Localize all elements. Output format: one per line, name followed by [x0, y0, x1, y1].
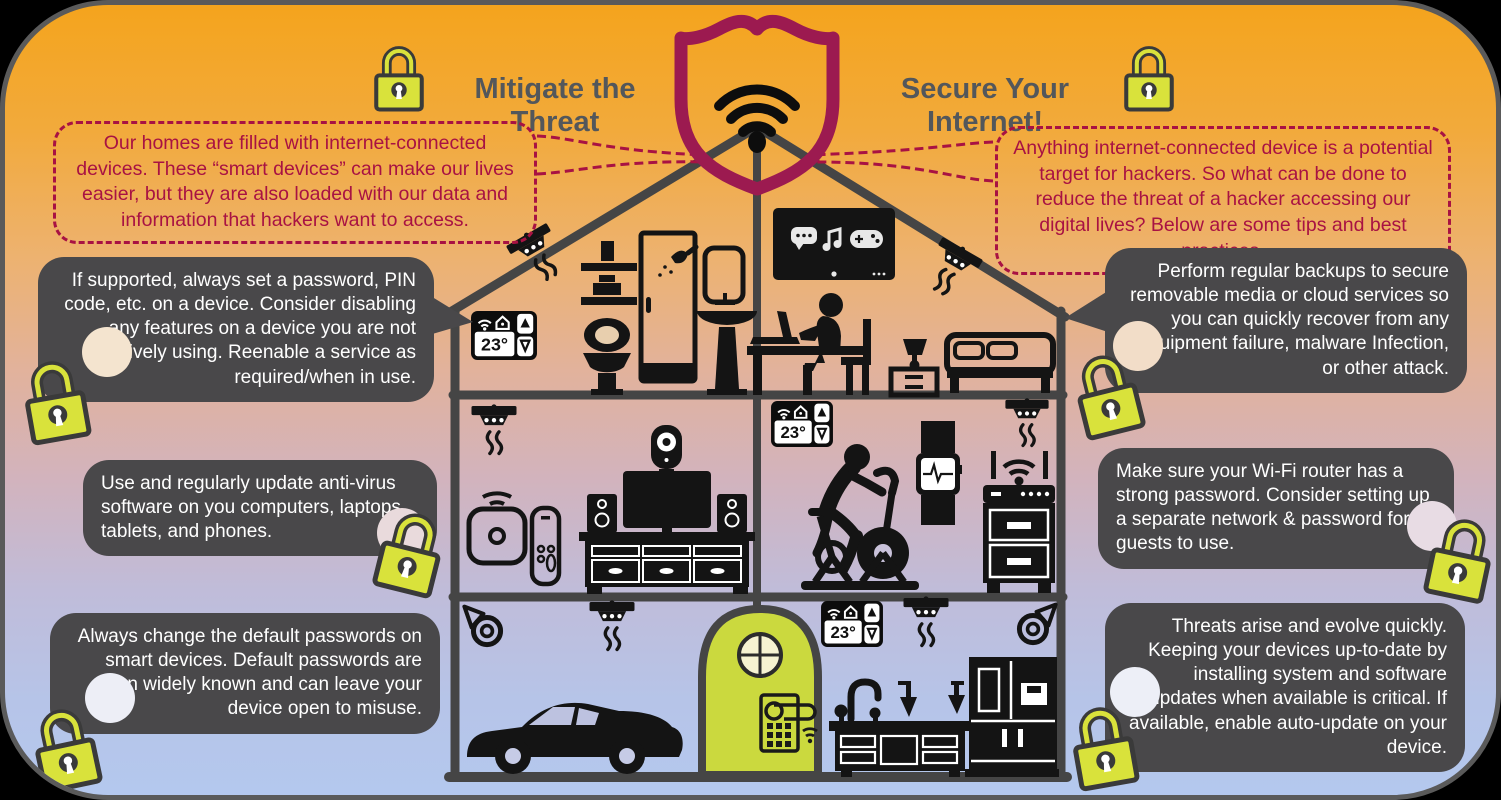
shield-wifi-logo	[674, 14, 840, 196]
connected-car-icon	[467, 702, 683, 774]
nightstand-lamp-icon	[888, 339, 940, 398]
room-bedroom-office	[747, 208, 1056, 398]
callout-connectors	[536, 134, 994, 183]
wifi-router-icon	[983, 451, 1055, 503]
smoke-detector-icon	[469, 402, 519, 456]
remote-control-icon	[529, 505, 562, 587]
wifi-dot	[748, 131, 766, 153]
tip-pointer-right	[1065, 289, 1111, 333]
tip-hole	[85, 673, 135, 723]
smoke-detector-icon	[901, 594, 951, 648]
security-camera-icon	[464, 607, 500, 645]
smoke-detector-icon	[587, 598, 637, 652]
person-at-laptop-icon	[747, 293, 871, 395]
room-garage	[464, 598, 683, 774]
padlock-icon	[373, 41, 425, 113]
title-right: Secure Your Internet!	[900, 73, 1070, 138]
title-left: Mitigate the Threat	[474, 73, 636, 138]
cabinet-icon	[983, 503, 1055, 593]
callout-intro-left: Our homes are filled with internet-conne…	[53, 121, 537, 244]
tv-console-icon	[579, 471, 755, 594]
smart-fridge-icon	[965, 657, 1059, 777]
smart-lock-icon	[759, 693, 818, 753]
tip-updates: Threats arise and evolve quickly. Keepin…	[1105, 603, 1465, 772]
padlock-icon	[1123, 41, 1175, 113]
smart-thermostat-icon	[471, 311, 537, 360]
wifi-icon	[714, 84, 800, 137]
bed-icon	[944, 332, 1056, 393]
tip-pointer-left	[429, 295, 473, 335]
tip-hole	[1110, 667, 1160, 717]
smoke-detector-icon	[1003, 396, 1051, 448]
smart-thermostat-icon	[771, 401, 833, 447]
bathroom-shelves-icon	[581, 241, 637, 305]
tip-backups: Perform regular backups to secure remova…	[1105, 248, 1467, 393]
smart-thermostat-icon	[821, 601, 883, 647]
smart-tv-icon	[773, 208, 895, 280]
room-exercise	[771, 396, 1055, 593]
smart-speaker-icon	[466, 491, 528, 566]
room-bathroom	[471, 219, 757, 395]
tip-hole	[1113, 321, 1163, 371]
smoke-detector-icon	[916, 233, 986, 305]
tip-wifi-router: Make sure your Wi-Fi router has a strong…	[1098, 448, 1454, 569]
room-kitchen	[821, 594, 1059, 777]
door-window	[737, 632, 783, 678]
room-living	[466, 402, 755, 594]
exercise-bike-person-icon	[801, 444, 919, 590]
utensils-icon	[898, 681, 965, 717]
toilet-icon	[583, 318, 631, 395]
security-camera-icon	[1019, 605, 1055, 643]
tip-hole	[82, 327, 132, 377]
entry-door	[698, 604, 822, 779]
sink-cabinet-icon	[829, 678, 971, 777]
sink-icon	[697, 293, 757, 395]
callout-intro-right: Anything internet-connected device is a …	[995, 126, 1451, 275]
house-scene: 23°	[429, 14, 1111, 782]
shield-outline	[674, 14, 840, 196]
shower-icon	[638, 230, 699, 384]
smart-watch-icon	[916, 421, 962, 525]
